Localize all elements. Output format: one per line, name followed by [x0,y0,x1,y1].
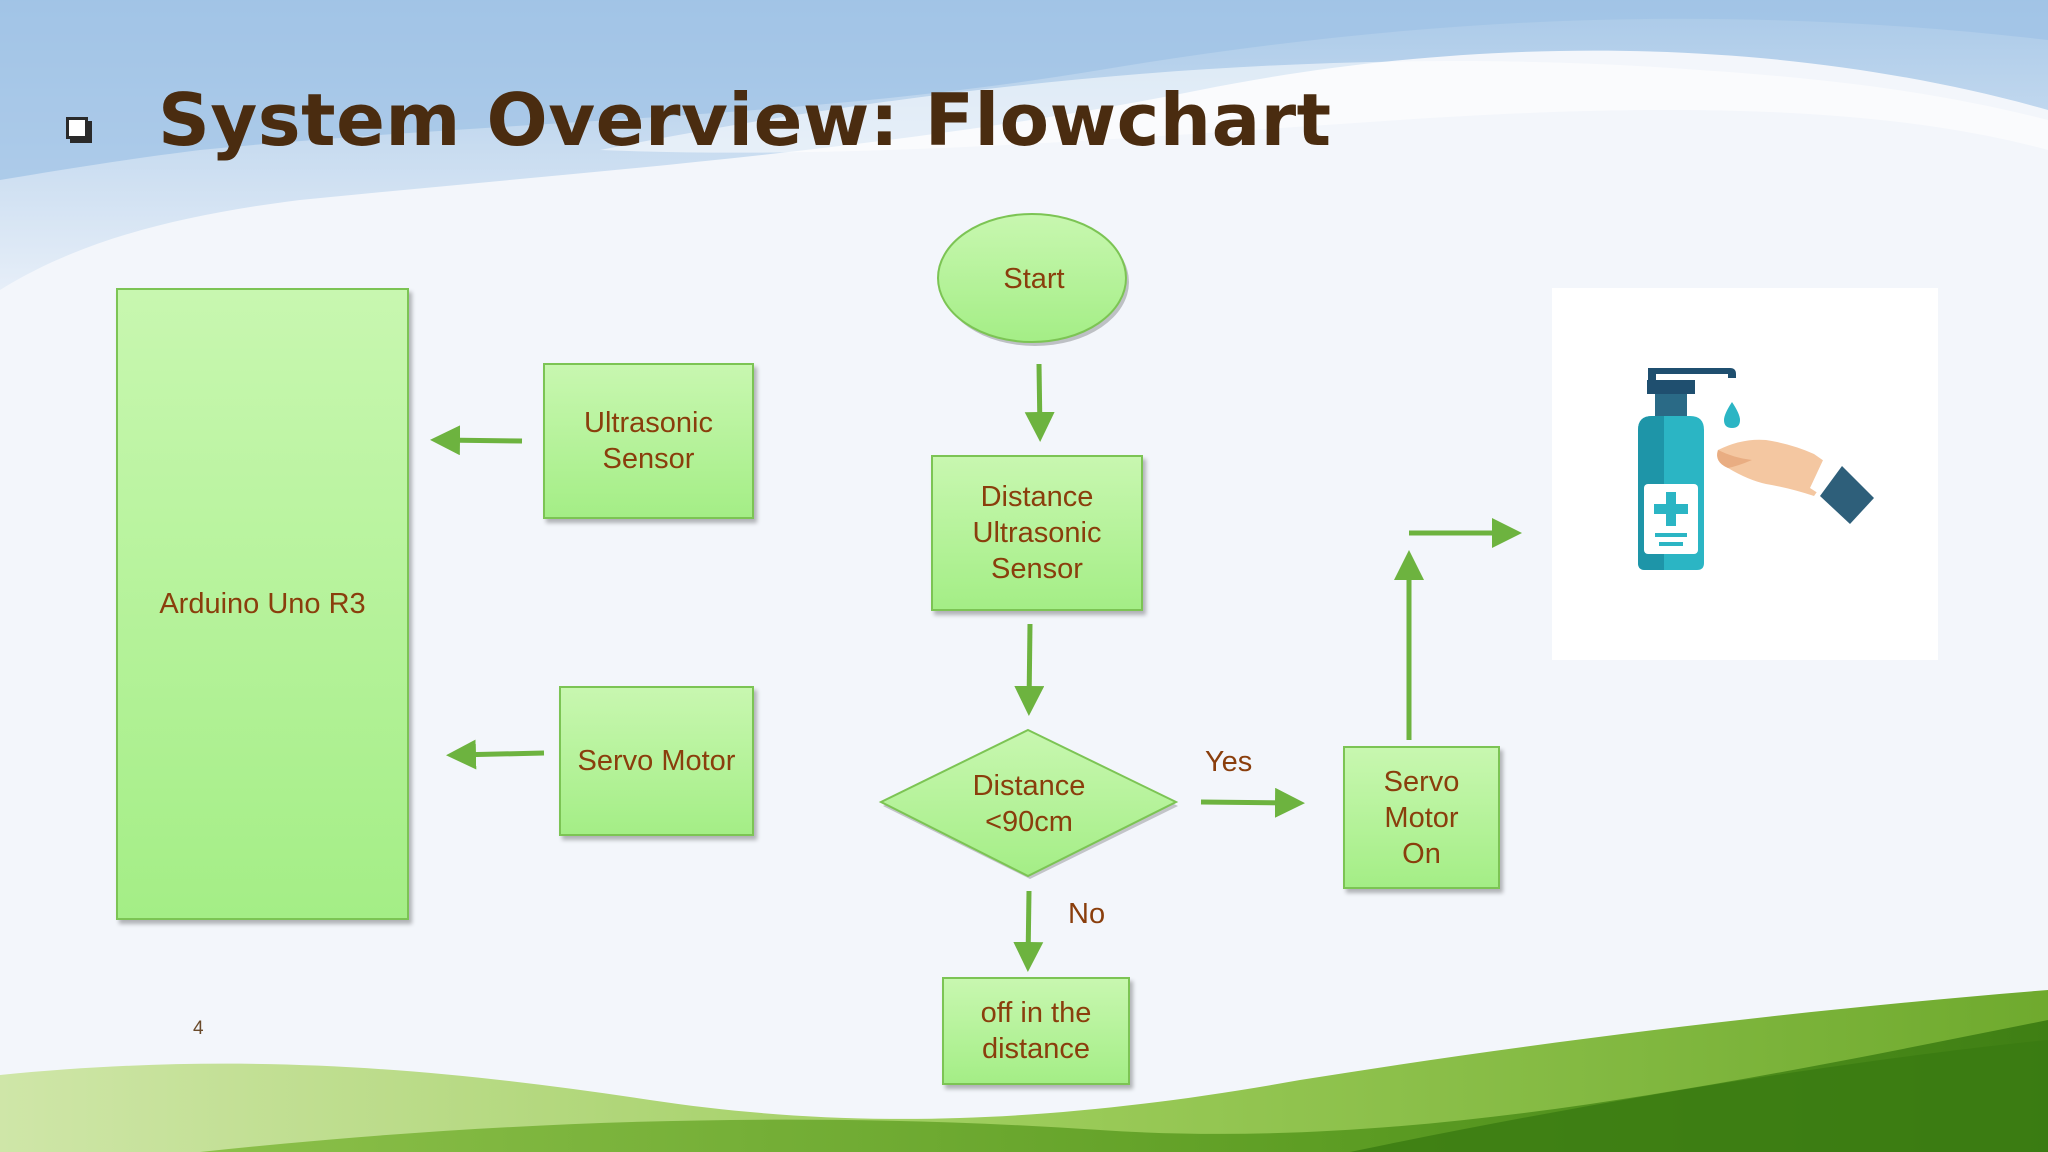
servo-on-line-3: On [1402,837,1441,870]
ultrasonic-line-1: Ultrasonic [584,407,713,439]
decision-line-1: Distance [972,770,1086,802]
ultrasonic-line-2: Sensor [602,443,695,475]
sanitizer-image [1552,288,1938,660]
decision-line-2: <90cm [985,806,1073,838]
arduino-label: Arduino Uno R3 [159,588,366,620]
off-line-1: off in the [980,997,1092,1029]
distance-sensor-line-3: Sensor [991,553,1083,585]
servo-on-line-2: Motor [1384,801,1459,834]
off-block: off in the distance [942,977,1130,1085]
hand-sanitizer-icon [1638,368,1874,570]
servo-on-line-1: Servo [1383,765,1460,798]
off-line-2: distance [981,1033,1090,1065]
start-oval [937,213,1129,346]
distance-sensor-block: Distance Ultrasonic Sensor [931,455,1143,611]
distance-sensor-line-2: Ultrasonic [972,517,1102,549]
servo-motor-label: Servo Motor [577,745,736,777]
ultrasonic-sensor-block: Ultrasonic Sensor [543,363,754,519]
page-number: 4 [193,1018,204,1039]
yes-label: Yes [1205,746,1253,778]
distance-sensor-line-1: Distance [980,481,1094,513]
servo-motor-block: Servo Motor [559,686,754,836]
start-label: Start [1003,262,1065,295]
decision-diamond [878,728,1179,879]
decision-label: Distance <90cm [878,728,1180,880]
servo-on-block: Servo Motor On [1343,746,1500,889]
title-bullet-icon [66,117,88,139]
arduino-block: Arduino Uno R3 [116,288,409,920]
slide-title: System Overview: Flowchart [158,78,1332,162]
no-label: No [1068,898,1106,930]
